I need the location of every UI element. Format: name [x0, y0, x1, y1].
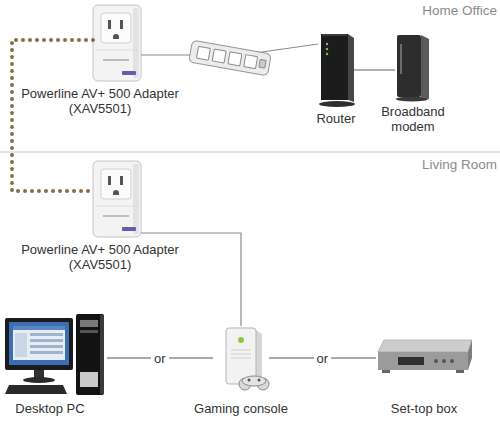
window-pane — [15, 333, 27, 357]
gaming-console-art — [226, 328, 269, 390]
router-edge — [322, 35, 347, 36]
room-label: Living Room — [380, 157, 497, 172]
device-node: Gaming console — [213, 326, 269, 392]
caption-box: Broadband modem — [377, 104, 449, 134]
controller-button — [258, 379, 261, 382]
keyboard — [5, 385, 67, 394]
box-foot — [382, 370, 390, 373]
tower-panel — [80, 372, 98, 387]
device-node: Powerline AV+ 500 Adapter (XAV5501) — [93, 5, 141, 81]
router-led — [326, 48, 328, 50]
monitor-bezel — [5, 318, 73, 370]
device-node: Desktop PC — [5, 312, 107, 396]
window-row — [30, 345, 63, 348]
tower-side — [100, 315, 104, 394]
tower-drive — [80, 320, 98, 327]
controller-body — [242, 376, 266, 386]
room-divider — [0, 151, 500, 152]
modem-side — [421, 35, 429, 99]
caption-box: Powerline AV+ 500 Adapter (XAV5501) — [10, 86, 190, 116]
monitor-screen — [9, 322, 69, 365]
strip-body — [189, 40, 272, 76]
desktop-pc-art — [5, 314, 104, 395]
modem-lights — [400, 44, 402, 74]
router-body — [321, 34, 348, 100]
strip-switch — [259, 59, 266, 68]
device-caption: Powerline AV+ 500 Adapter (XAV5501) — [10, 86, 190, 116]
console-power — [238, 337, 244, 343]
box-side — [468, 340, 472, 370]
router-side — [348, 34, 354, 102]
device-caption: Gaming console — [186, 401, 296, 416]
device-caption: Broadband modem — [377, 104, 449, 134]
device-caption: Powerline AV+ 500 Adapter (XAV5501) — [10, 242, 190, 272]
modem-body — [397, 35, 421, 97]
box-button — [442, 359, 446, 363]
window-row — [30, 339, 63, 342]
caption-box: Desktop PC — [0, 401, 100, 416]
strip-outlet — [196, 46, 210, 60]
box-button — [434, 359, 438, 363]
device-caption: Set-top box — [374, 401, 474, 416]
strip-outlet — [228, 52, 242, 66]
box-front — [378, 352, 468, 370]
device-caption: Router — [301, 111, 371, 126]
caption-box: Powerline AV+ 500 Adapter (XAV5501) — [10, 242, 190, 272]
monitor-stand — [34, 370, 44, 378]
edge-label: or — [151, 351, 169, 366]
device-caption: Desktop PC — [0, 401, 100, 416]
console-vent — [231, 358, 251, 359]
router-led — [326, 53, 328, 55]
caption-box: Gaming console — [186, 401, 296, 416]
powerline-adapter — [93, 161, 141, 237]
window-bar — [13, 326, 65, 330]
strip-outlet — [212, 49, 226, 63]
tower-drive — [80, 330, 98, 333]
caption-box: Router — [301, 111, 371, 126]
window-row — [30, 333, 63, 336]
controller-stick — [248, 379, 251, 382]
device-node: Router — [318, 33, 354, 107]
device-node: Powerline AV+ 500 Adapter (XAV5501) — [93, 161, 141, 237]
caption-box: Set-top box — [374, 401, 474, 416]
ethernet-cable — [354, 69, 395, 70]
router-led — [326, 43, 328, 45]
monitor-foot — [23, 377, 55, 383]
router-base — [319, 101, 355, 107]
device-node: Broadband modem — [395, 33, 431, 101]
edge-label: or — [314, 351, 332, 366]
strip-outlet — [244, 55, 258, 69]
console-vent — [231, 354, 251, 355]
pc-tower — [76, 314, 104, 395]
power-strip — [189, 40, 272, 76]
console-vent — [231, 350, 251, 351]
modem-art — [396, 35, 429, 102]
device-node: Set-top box — [376, 336, 472, 376]
screen-window — [13, 326, 65, 360]
room-label: Home Office — [380, 3, 497, 18]
box-top — [378, 340, 472, 352]
window-row — [30, 351, 63, 354]
box-display — [398, 357, 424, 365]
box-foot — [456, 370, 464, 373]
router-art — [319, 34, 355, 107]
set-top-box-art — [378, 340, 472, 373]
powerline-adapter — [93, 5, 141, 81]
box-button — [450, 359, 454, 363]
